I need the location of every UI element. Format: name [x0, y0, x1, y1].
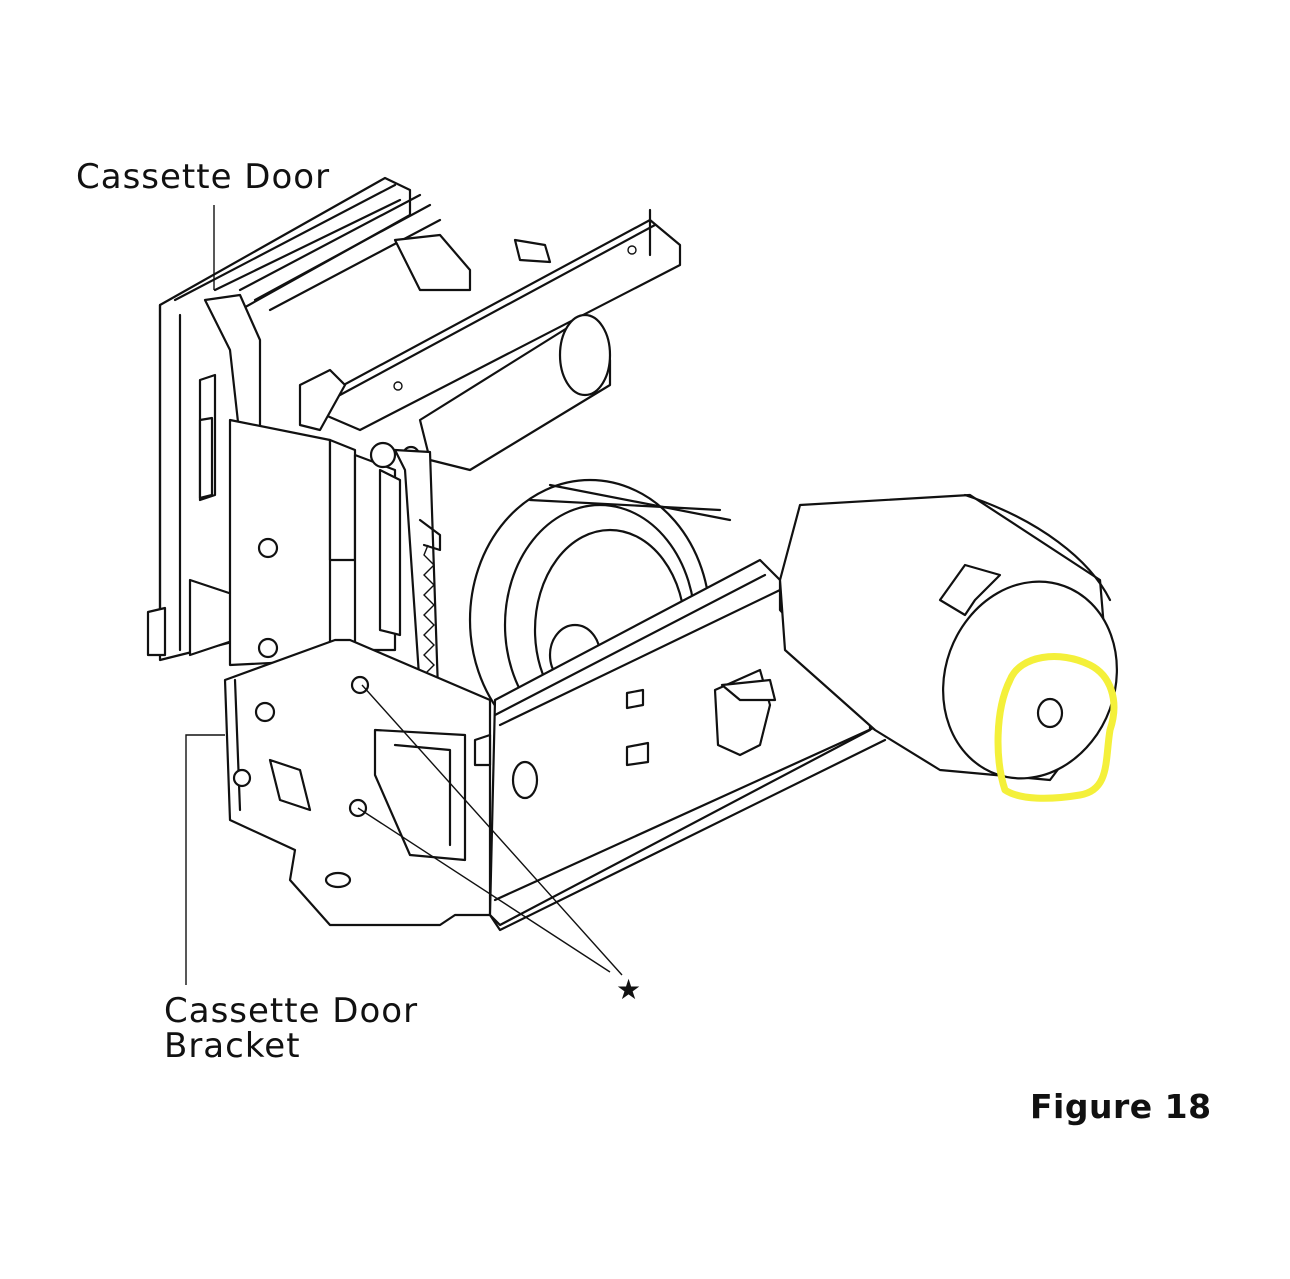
upper-rail [298, 208, 682, 432]
cassette-door-panel [146, 176, 442, 662]
bracket-label-line2: Bracket [164, 1025, 301, 1066]
bracket-label-line1: Cassette Door [164, 991, 419, 1031]
figure-caption: Figure 18 [1030, 1087, 1212, 1126]
cassette-door-label: Cassette Door [76, 157, 331, 197]
large-cylinder [778, 493, 1118, 782]
star-leader-2 [357, 807, 611, 973]
lever-and-spring [369, 441, 442, 692]
small-motor-cylinder [393, 233, 612, 472]
cassette-door-bracket [223, 638, 492, 927]
bracket-leader [185, 734, 225, 985]
cassette-door-bracket-label: Cassette Door Bracket [164, 994, 418, 1063]
star-leader-1 [361, 684, 623, 976]
star-marker: ★ [616, 973, 643, 1006]
chassis-channel [488, 558, 887, 932]
highlight-circle [994, 653, 1118, 802]
